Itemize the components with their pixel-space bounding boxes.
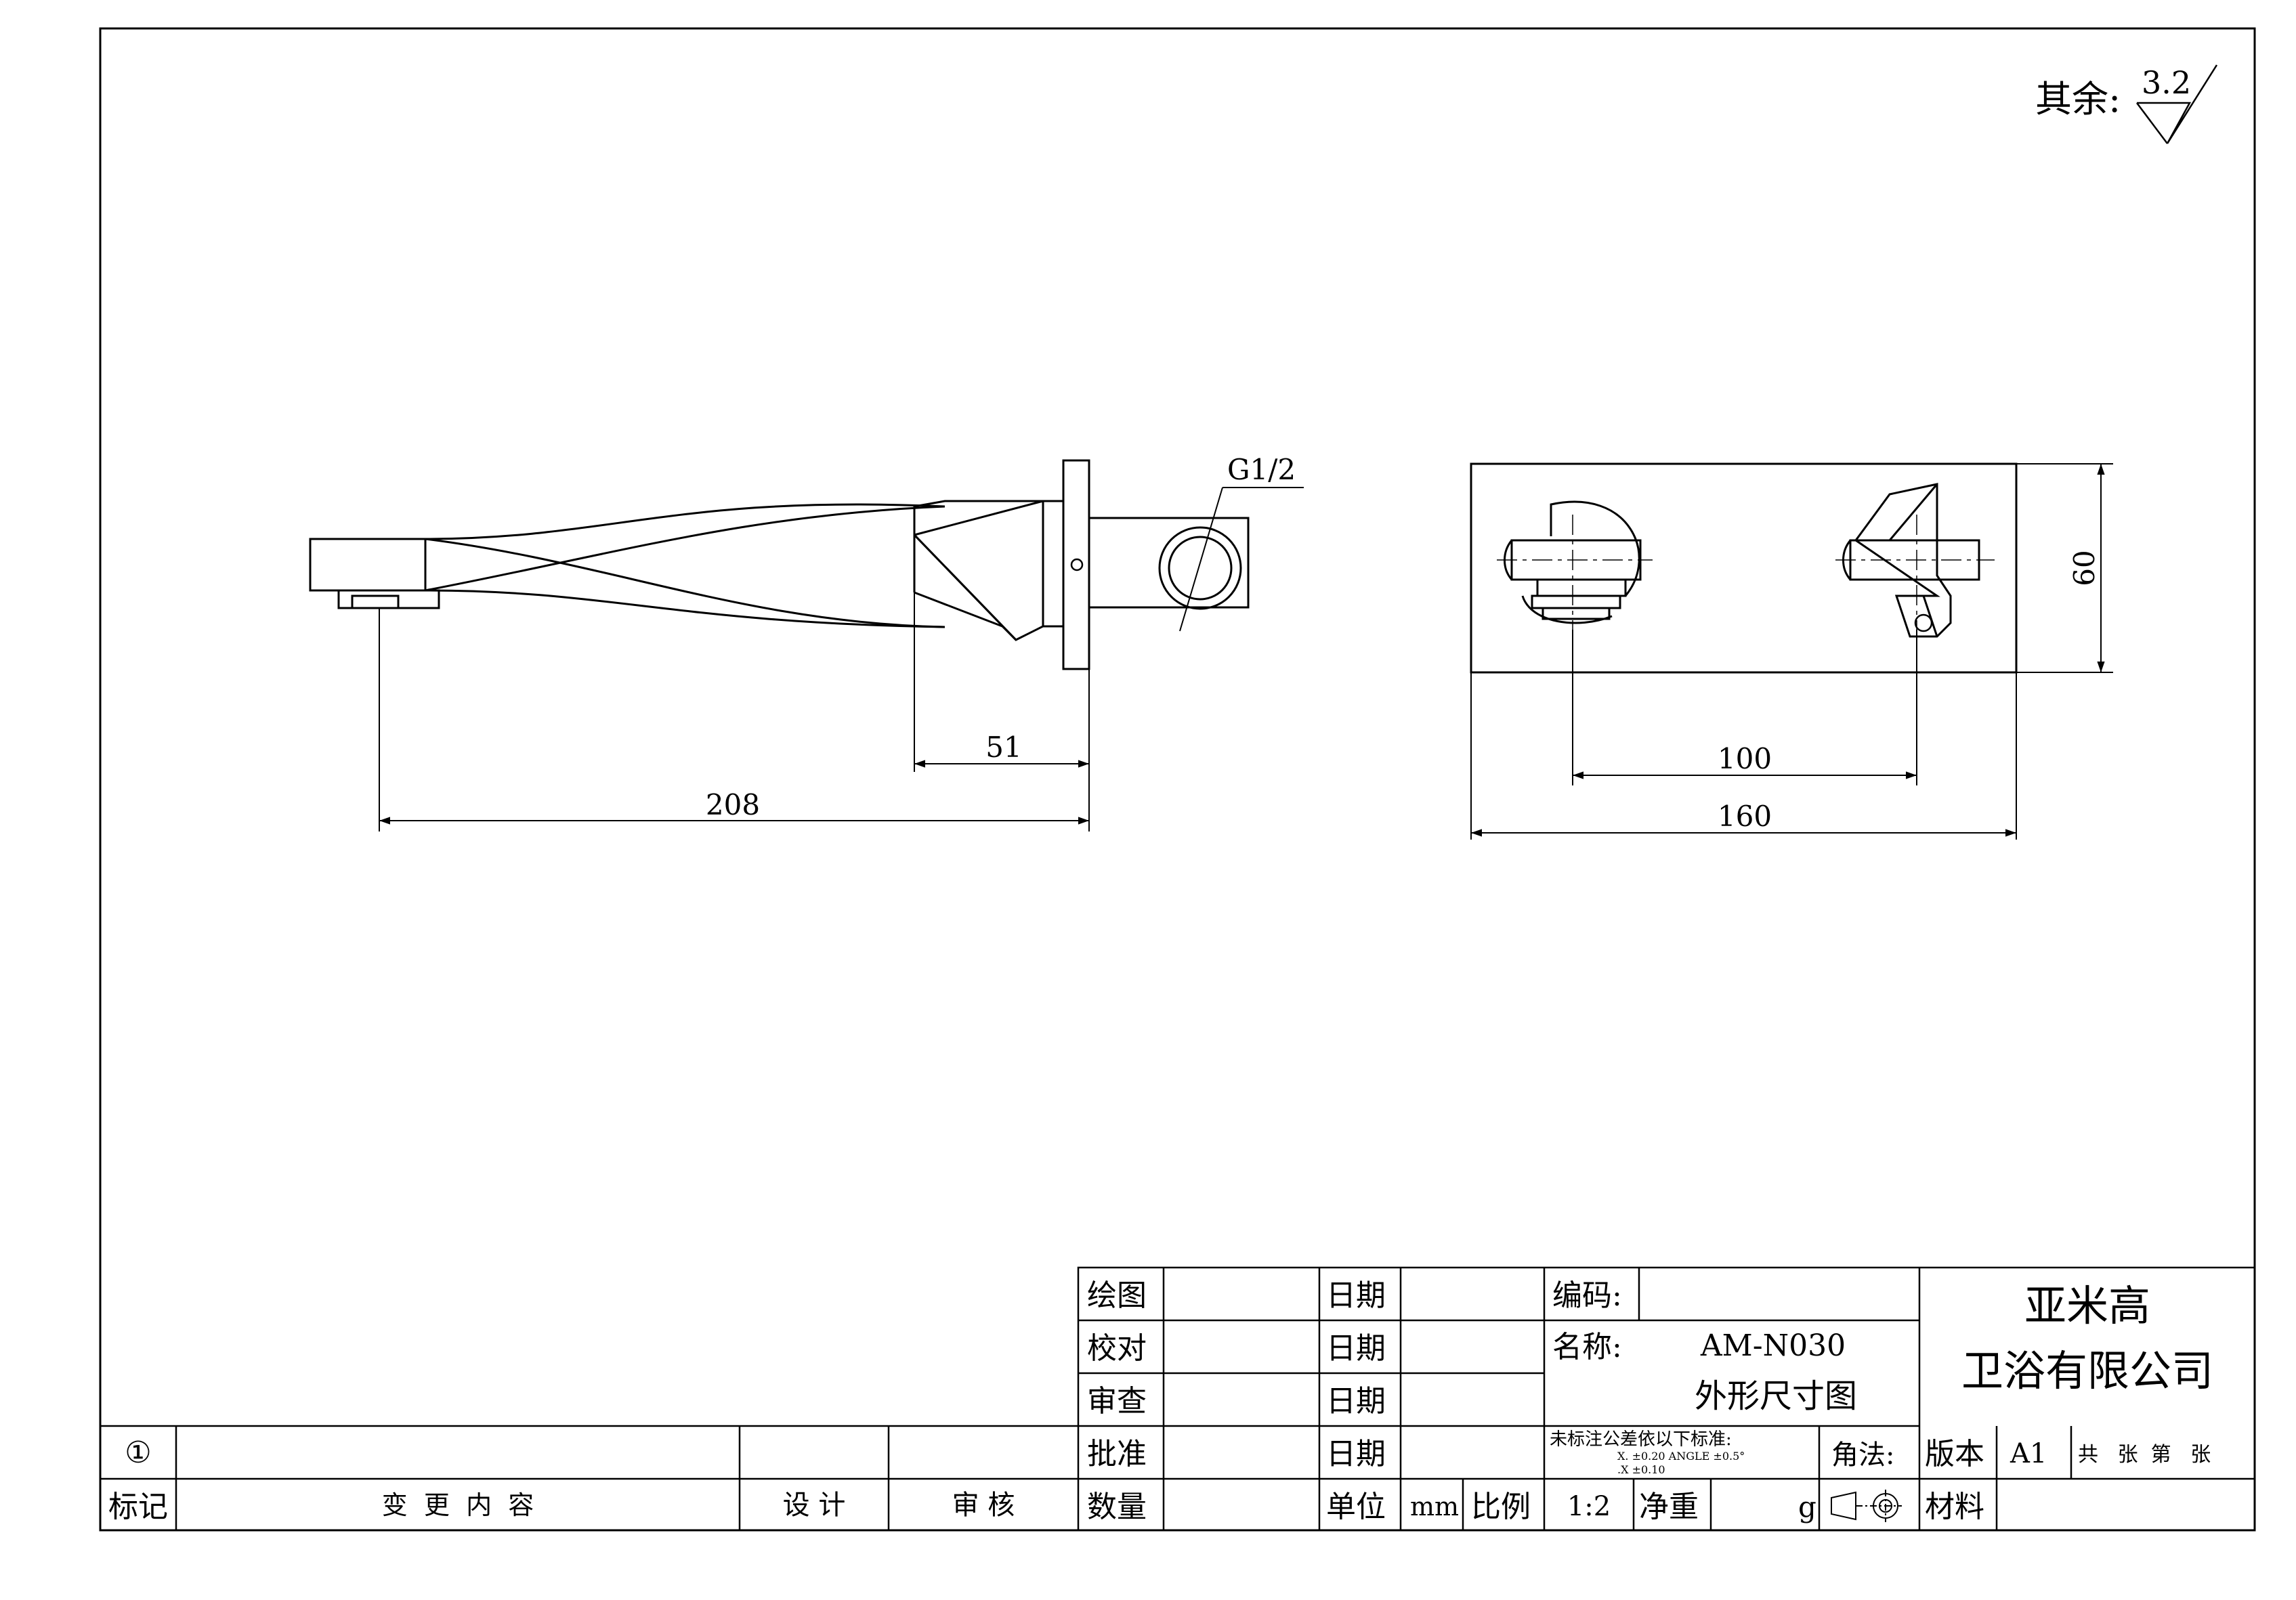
- revision-block: ① 标记 变 更 内 容 设 计 审 核: [108, 1435, 1015, 1524]
- dim-51-label: 51: [985, 731, 1021, 764]
- first-angle-projection-icon: [1831, 1490, 1902, 1522]
- spout-top-curve: [425, 503, 945, 540]
- revision-header-content: 变 更 内 容: [382, 1490, 534, 1520]
- dim-160-label: 160: [1718, 800, 1772, 833]
- surface-finish-value: 3.2: [2142, 64, 2191, 101]
- surface-finish-label: 其余:: [2035, 78, 2121, 121]
- scale-label: 比例: [1471, 1490, 1531, 1524]
- revision-mark: ①: [125, 1435, 151, 1470]
- date-label-2: 日期: [1326, 1331, 1386, 1366]
- front-view: [1470, 462, 2018, 674]
- name-label: 名称:: [1552, 1330, 1622, 1364]
- company-line-2: 卫浴有限公司: [1961, 1346, 2213, 1396]
- spout-twist-curve-b: [425, 538, 945, 628]
- company-line-1: 亚米高: [2024, 1281, 2150, 1331]
- date-label-4: 日期: [1326, 1437, 1386, 1471]
- tolerance-title: 未标注公差依以下标准:: [1550, 1429, 1732, 1450]
- surface-finish-symbol: 其余: 3.2: [2035, 64, 2218, 144]
- dim-208-label: 208: [706, 788, 760, 821]
- thread-outer-circle: [1158, 526, 1242, 610]
- row-label-quantity: 数量: [1087, 1490, 1147, 1524]
- spout-bottom-curve: [425, 589, 945, 628]
- scale-value: 1:2: [1567, 1491, 1611, 1522]
- model-number: AM-N030: [1700, 1328, 1846, 1363]
- code-label: 编码:: [1552, 1278, 1622, 1313]
- wall-plate-side: [1062, 459, 1090, 670]
- inlet-block: [1088, 517, 1250, 609]
- set-screw: [1070, 558, 1084, 571]
- front-view-dimensions: [1470, 463, 2113, 840]
- material-label: 材料: [1925, 1490, 1984, 1524]
- wall-plate-front: [1470, 462, 2018, 674]
- weight-unit: g: [1798, 1490, 1816, 1523]
- row-label-draw: 绘图: [1087, 1278, 1147, 1313]
- unit-value: mm: [1410, 1492, 1459, 1521]
- title-block-grid: [99, 1266, 2256, 1532]
- revision-header-review: 审 核: [952, 1490, 1015, 1521]
- connector-body: [1042, 500, 1065, 628]
- roughness-triangle: [2137, 64, 2218, 144]
- side-view-dimensions: [379, 592, 1090, 831]
- projection-label: 角法:: [1831, 1440, 1894, 1471]
- revision-header-design: 设 计: [783, 1490, 846, 1521]
- spout-base-pyramid: [913, 500, 1044, 641]
- drawing-name: 外形尺寸图: [1695, 1377, 1857, 1415]
- dim-100-label: 100: [1718, 742, 1772, 775]
- spout-tip: [309, 538, 427, 592]
- row-label-approve: 批准: [1087, 1437, 1147, 1471]
- drawing-border: [99, 27, 2256, 1532]
- weight-label: 净重: [1639, 1490, 1699, 1524]
- dim-60-label: 60: [2068, 550, 2101, 586]
- side-view: [309, 459, 1304, 670]
- sheets-text: 共 张 第 张: [2078, 1443, 2211, 1467]
- tolerance-line-2: .X ±0.10: [1617, 1463, 1665, 1476]
- date-label-1: 日期: [1326, 1278, 1386, 1313]
- row-label-check: 校对: [1087, 1331, 1147, 1366]
- tolerance-line-1: X. ±0.20 ANGLE ±0.5°: [1617, 1450, 1745, 1463]
- unit-label: 单位: [1326, 1490, 1386, 1524]
- title-block-labels: 绘图 校对 审查 批准 数量 日期 日期 日期 日期 单位 mm 比例 1:2 …: [1087, 1278, 2213, 1524]
- date-label-3: 日期: [1326, 1384, 1386, 1419]
- version-value: A1: [2010, 1438, 2047, 1469]
- aerator: [337, 589, 440, 609]
- thread-inner-circle: [1168, 536, 1233, 601]
- spout-twist-curve-a: [425, 505, 945, 592]
- row-label-review: 审查: [1087, 1384, 1147, 1419]
- revision-header-mark: 标记: [108, 1490, 168, 1524]
- version-label: 版本: [1925, 1437, 1984, 1471]
- thread-label: G1/2: [1227, 453, 1296, 486]
